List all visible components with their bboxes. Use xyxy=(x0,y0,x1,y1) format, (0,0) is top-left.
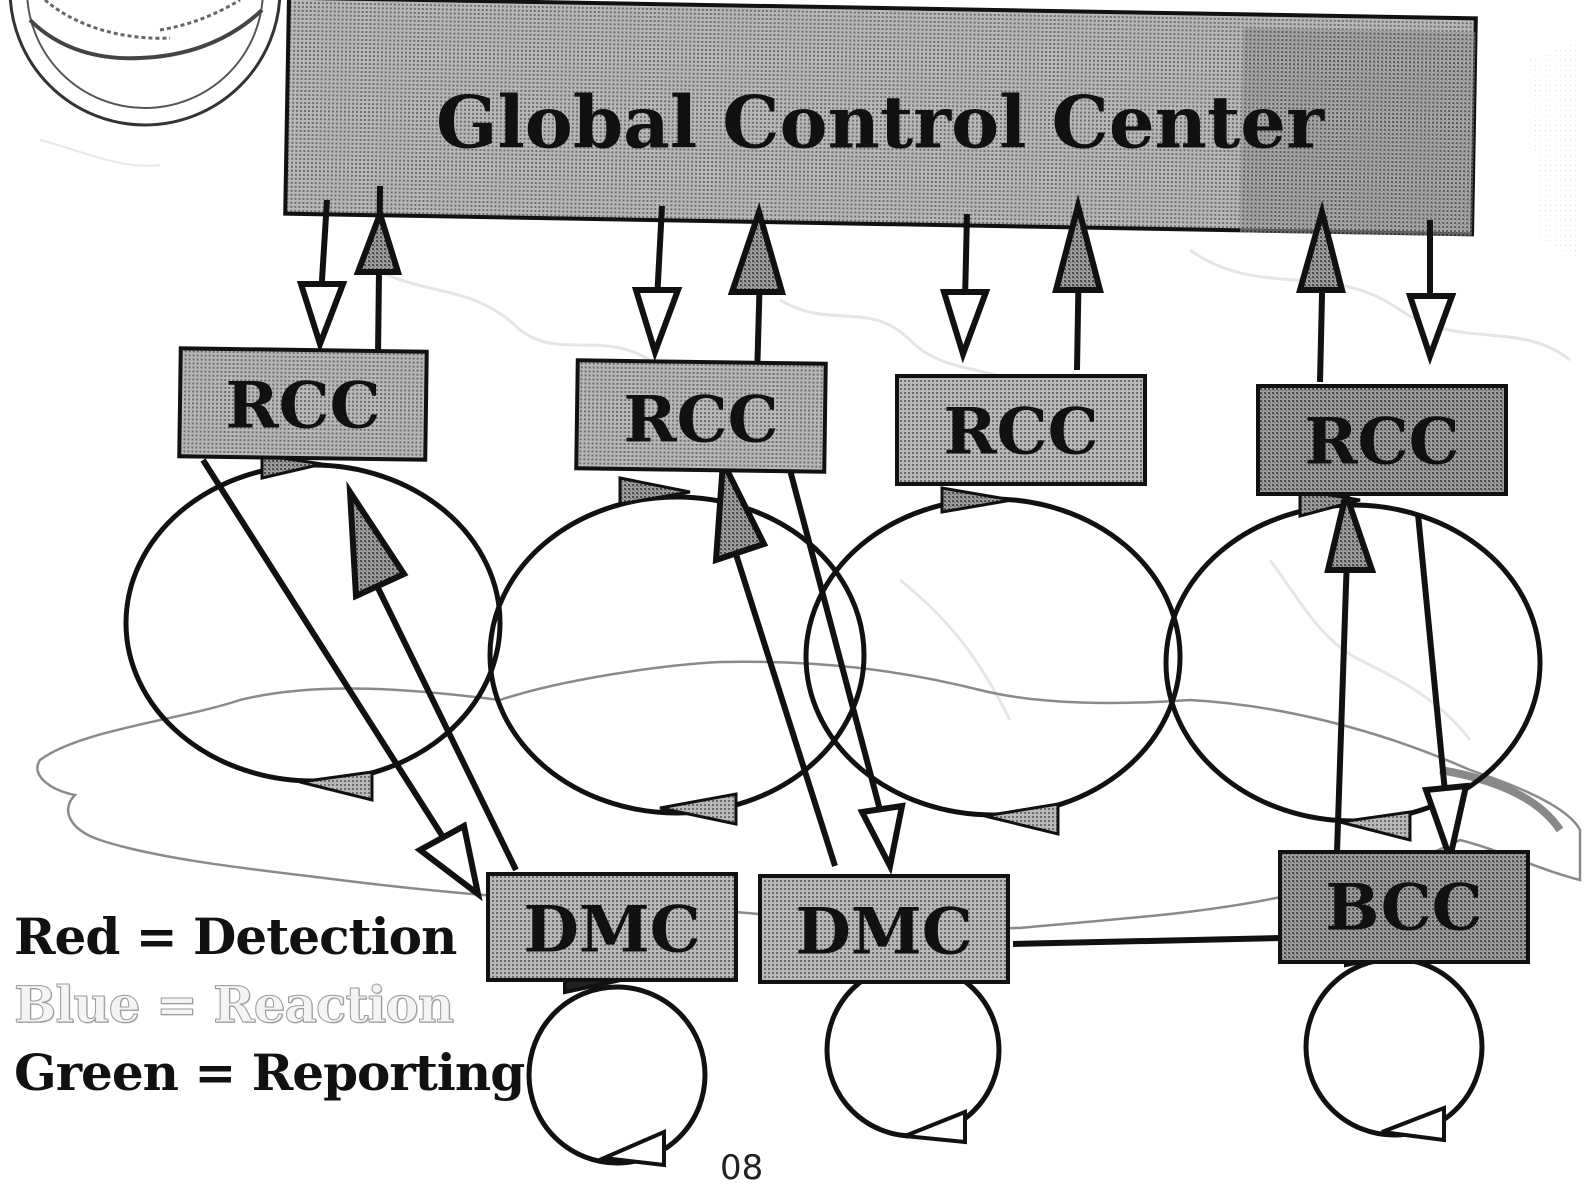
upward-arrowheads xyxy=(353,194,1346,295)
background-map-texture xyxy=(39,40,1580,741)
local-cycle-1 xyxy=(526,984,708,1166)
local-cycle-2 xyxy=(824,961,1002,1139)
local-cycle-3 xyxy=(1303,956,1485,1138)
bcc-label: BCC xyxy=(1325,871,1482,946)
diagonal-arrowheads xyxy=(346,450,1470,902)
global-control-center-label: Global Control Center xyxy=(436,80,1325,165)
rcc-node-2: RCC xyxy=(574,358,828,474)
bcc-node: BCC xyxy=(1278,850,1530,964)
rcc-node-4: RCC xyxy=(1256,384,1508,496)
dmc-node-1: DMC xyxy=(486,872,738,982)
legend-reaction: Blue = Reaction xyxy=(14,975,455,1035)
rcc-label-1: RCC xyxy=(225,369,380,444)
rcc-node-3: RCC xyxy=(895,374,1147,486)
connector-lines xyxy=(200,185,1448,947)
rcc-node-1: RCC xyxy=(177,346,429,462)
dmc-node-2: DMC xyxy=(758,874,1010,984)
cycle-direction-pointers xyxy=(260,453,1412,842)
downward-arrowheads xyxy=(296,281,1457,366)
rcc-label-4: RCC xyxy=(1304,405,1459,480)
dmc-label-1: DMC xyxy=(523,893,700,968)
local-cycles xyxy=(526,956,1485,1166)
dmc-label-2: DMC xyxy=(795,895,972,970)
legend: Red = Detection Blue = Reaction Green = … xyxy=(14,903,526,1107)
emblem-globe-icon xyxy=(8,0,282,127)
map-shadow-edge xyxy=(1439,766,1564,833)
page-number-fragment: 08 xyxy=(720,1148,764,1187)
rcc-label-2: RCC xyxy=(623,383,778,458)
rcc-cycle-1 xyxy=(123,462,503,784)
global-control-center-box: Global Control Center xyxy=(283,0,1478,237)
legend-reporting: Green = Reporting xyxy=(14,1043,525,1102)
rcc-label-3: RCC xyxy=(943,395,1098,470)
world-map-outline xyxy=(36,660,1582,930)
legend-detection: Red = Detection xyxy=(14,907,457,966)
